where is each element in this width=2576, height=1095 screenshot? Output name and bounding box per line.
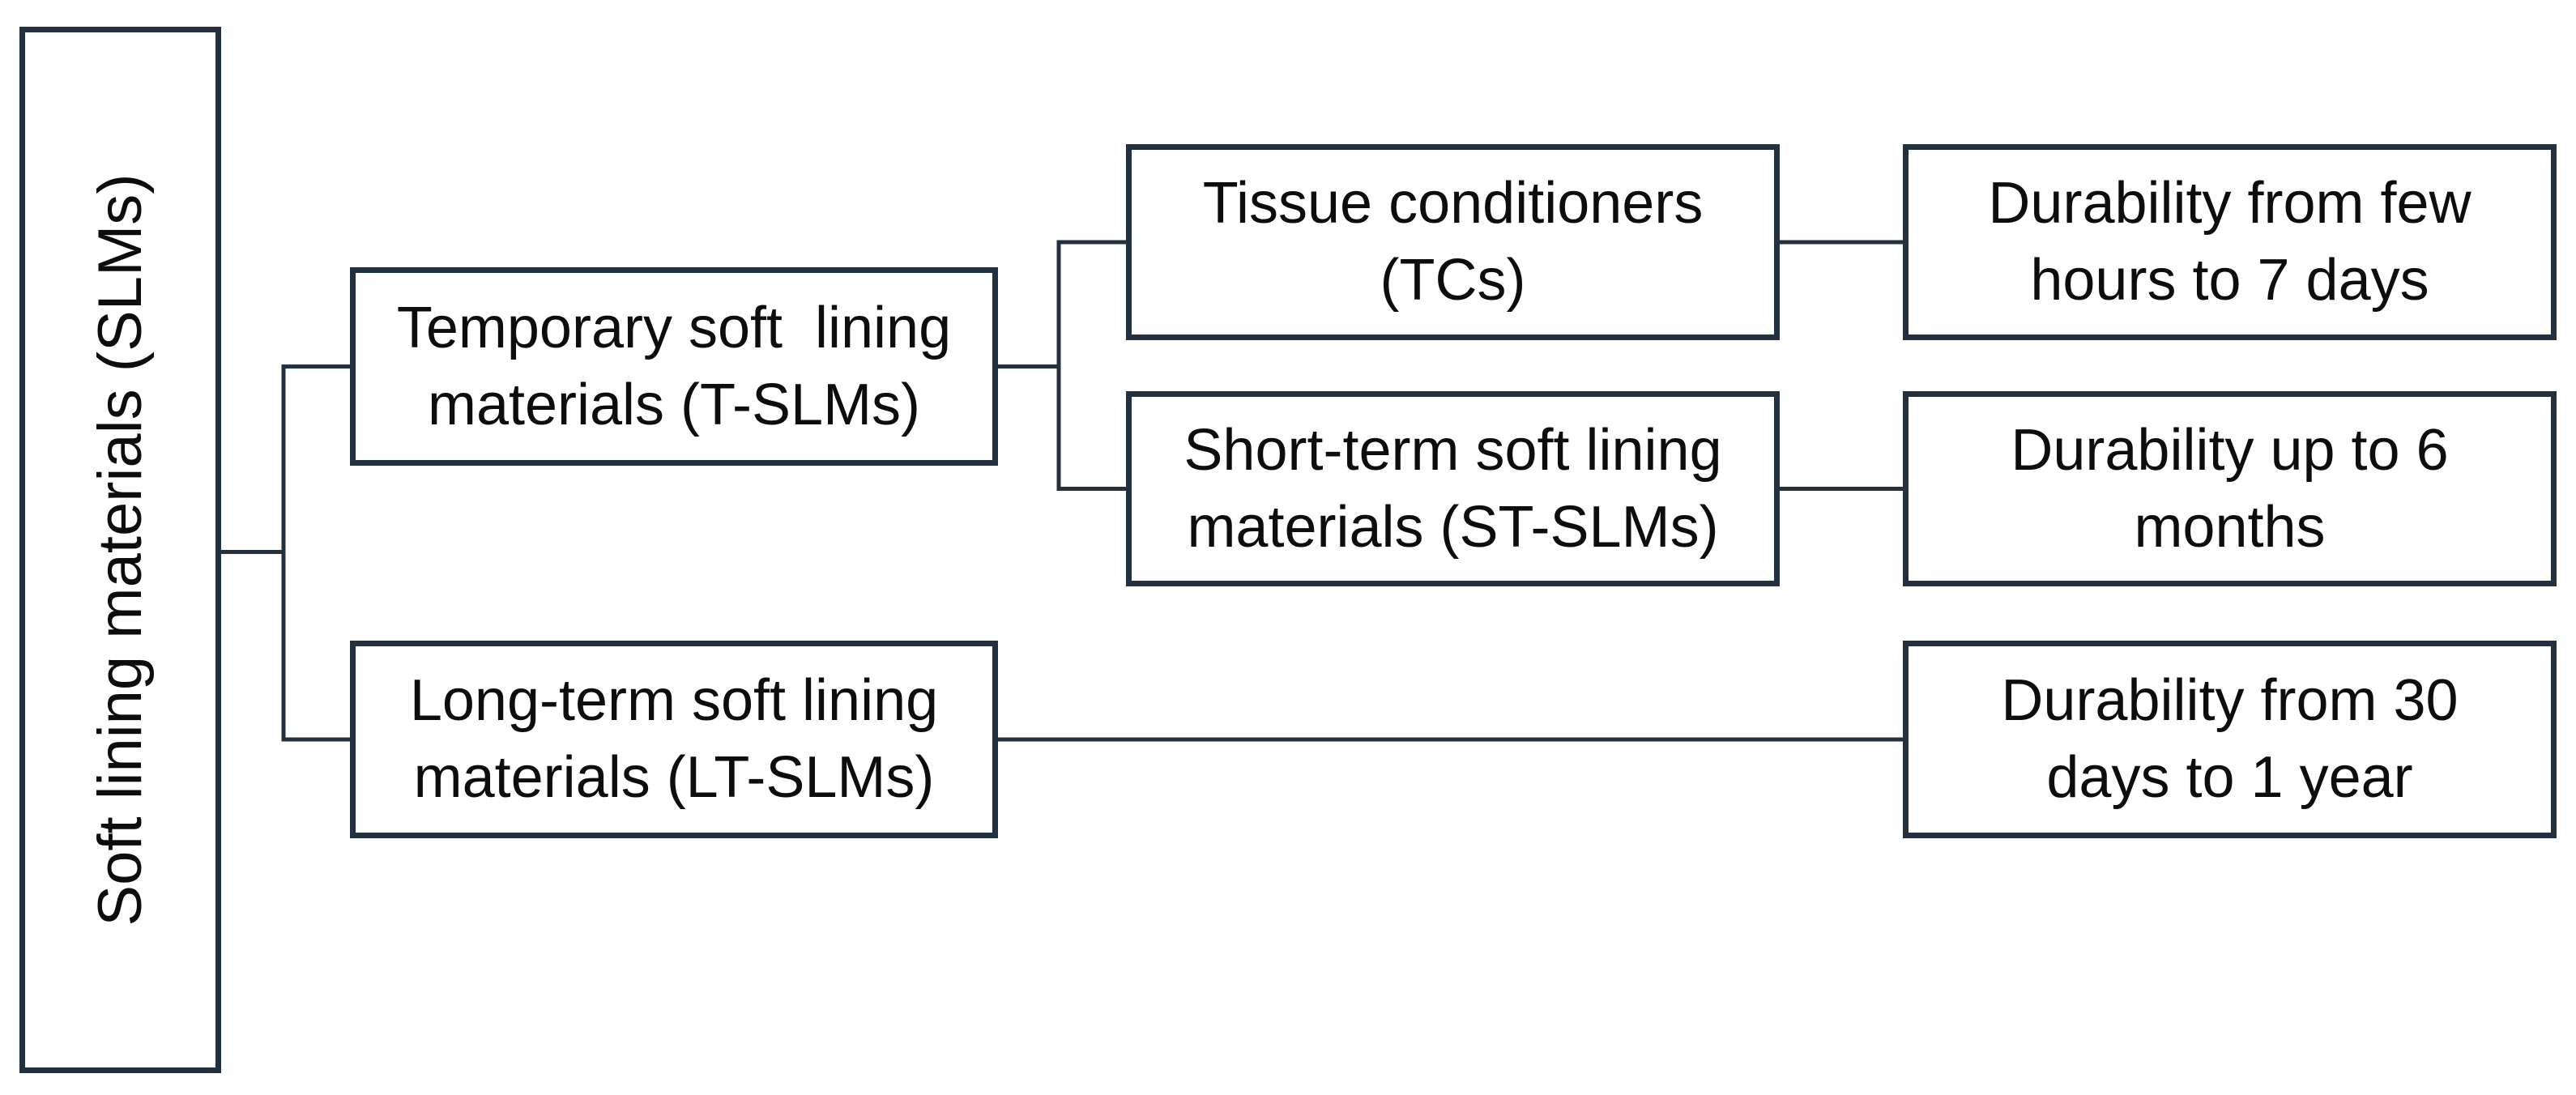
node-long-term-soft-lining-materials: Long-term soft lining materials (LT-SLMs… <box>350 641 998 838</box>
node-label-line: months <box>2134 494 2326 560</box>
node-label-line: Durability from 30 <box>2001 668 2459 733</box>
node-durability-up-to-6-months: Durability up to 6 months <box>1903 391 2557 586</box>
node-label-line: materials (ST-SLMs) <box>1187 494 1719 560</box>
node-label-line: hours to 7 days <box>2030 248 2429 313</box>
node-durability-few-hours-to-7-days: Durability from few hours to 7 days <box>1903 144 2557 340</box>
node-label-vertical: Soft lining materials (SLMs) <box>85 173 155 927</box>
node-temporary-soft-lining-materials: Temporary soft lining materials (T-SLMs) <box>350 267 998 466</box>
node-label-line: Tissue conditioners <box>1202 171 1704 236</box>
node-short-term-soft-lining-materials: Short-term soft lining materials (ST-SLM… <box>1126 391 1780 586</box>
node-label-line: Durability up to 6 <box>2011 417 2449 483</box>
edge-trunk-tcs-stslms <box>1056 240 1126 491</box>
edge-trunk-tslms-ltslms <box>281 364 350 742</box>
node-label-line: Durability from few <box>1988 171 2472 236</box>
node-label-line: Long-term soft lining <box>409 668 939 733</box>
node-label-line: days to 1 year <box>2046 745 2413 810</box>
node-durability-30-days-to-1-year: Durability from 30 days to 1 year <box>1903 641 2557 838</box>
node-label-line: Short-term soft lining <box>1184 417 1722 483</box>
node-label-line: Temporary soft lining <box>396 295 952 360</box>
node-label-line: materials (LT-SLMs) <box>413 745 935 810</box>
node-label-line: materials (T-SLMs) <box>427 372 921 437</box>
node-label-line: (TCs) <box>1380 248 1526 313</box>
node-tissue-conditioners: Tissue conditioners (TCs) <box>1126 144 1780 340</box>
node-soft-lining-materials: Soft lining materials (SLMs) <box>19 27 221 1073</box>
